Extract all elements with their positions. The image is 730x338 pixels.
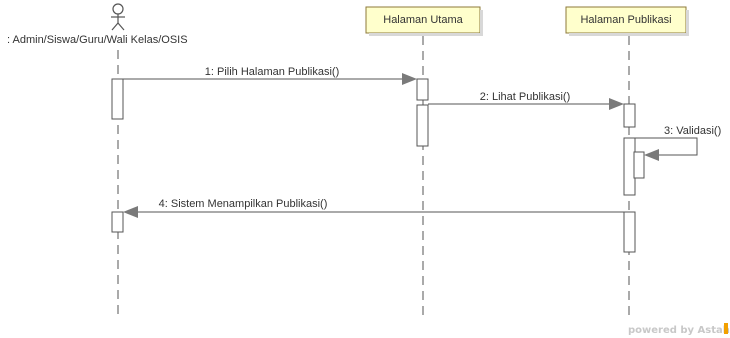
actor-icon — [111, 3, 125, 31]
activation-utama-1 — [416, 78, 429, 101]
actor-label: : Admin/Siswa/Guru/Wali Kelas/OSIS — [7, 34, 188, 46]
activation-publikasi-1 — [623, 103, 636, 128]
message-3[interactable]: 3: Validasi() — [635, 125, 721, 161]
arrowhead-icon — [609, 98, 624, 110]
activation-publikasi-nested — [633, 151, 645, 179]
astah-watermark: powered by Astah — [628, 325, 730, 336]
activation-publikasi-3 — [623, 211, 636, 253]
message-1-label: 1: Pilih Halaman Publikasi() — [205, 66, 340, 78]
arrowhead-icon — [123, 206, 138, 218]
activation-actor-1 — [111, 78, 124, 120]
message-3-label: 3: Validasi() — [664, 125, 721, 137]
activation-utama-2 — [416, 104, 429, 147]
message-2-label: 2: Lihat Publikasi() — [480, 91, 571, 103]
message-1[interactable]: 1: Pilih Halaman Publikasi() — [123, 66, 417, 85]
arrowhead-icon — [402, 73, 417, 85]
lifeline-label-publikasi: Halaman Publikasi — [580, 14, 671, 26]
arrowhead-icon — [644, 149, 659, 161]
activation-publikasi-2 — [623, 137, 636, 196]
lifeline-header-publikasi[interactable]: Halaman Publikasi — [565, 6, 689, 36]
message-2[interactable]: 2: Lihat Publikasi() — [428, 91, 624, 110]
message-4-label: 4: Sistem Menampilkan Publikasi() — [159, 198, 328, 210]
lifeline-label-utama: Halaman Utama — [383, 14, 463, 26]
message-4[interactable]: 4: Sistem Menampilkan Publikasi() — [123, 198, 624, 218]
lifeline-header-utama[interactable]: Halaman Utama — [365, 6, 483, 36]
activation-actor-2 — [111, 211, 124, 233]
astah-accent-mark — [724, 323, 728, 334]
